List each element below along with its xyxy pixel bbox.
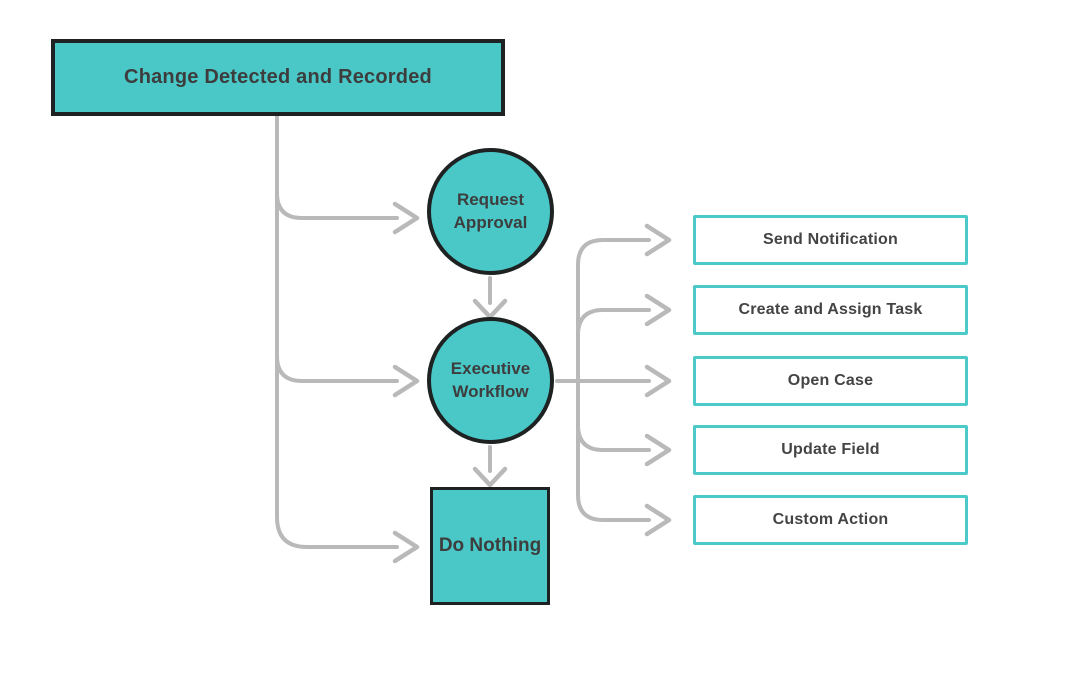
action-label: Send Notification: [763, 231, 898, 248]
connector-right-spine: [576, 238, 651, 522]
request-approval-node: Request Approval: [427, 148, 554, 275]
arrowhead-executive-workflow: [392, 364, 420, 398]
action-box-custom-action: Custom Action: [693, 495, 968, 545]
connector-branch-request-approval: [275, 191, 399, 220]
action-box-update-field: Update Field: [693, 425, 968, 475]
start-node-label: Change Detected and Recorded: [124, 66, 432, 88]
arrowhead-create-task: [644, 293, 672, 327]
arrowhead-custom-action: [644, 503, 672, 537]
action-label: Update Field: [781, 441, 880, 458]
connector-trunk: [275, 114, 399, 549]
arrowhead-update-field: [644, 433, 672, 467]
action-label: Create and Assign Task: [738, 301, 923, 318]
arrowhead-do-nothing: [392, 530, 420, 564]
action-label: Custom Action: [772, 511, 889, 528]
action-box-create-and-assign-task: Create and Assign Task: [693, 285, 968, 335]
connector-branch-executive-workflow: [275, 354, 399, 383]
arrowhead-down-2: [472, 466, 508, 488]
connector-branch-create-task: [576, 308, 651, 337]
arrowhead-request-approval: [392, 201, 420, 235]
request-approval-label: Request Approval: [453, 190, 528, 232]
do-nothing-label: Do Nothing: [438, 535, 542, 556]
action-label: Open Case: [787, 372, 874, 389]
executive-workflow-label: Executive Workflow: [450, 359, 531, 401]
do-nothing-node: Do Nothing: [430, 487, 550, 605]
executive-workflow-node: Executive Workflow: [427, 317, 554, 444]
start-node: Change Detected and Recorded: [51, 39, 505, 116]
connector-branch-update-field: [576, 423, 651, 452]
arrowhead-open-case: [644, 364, 672, 398]
action-box-open-case: Open Case: [693, 356, 968, 406]
arrowhead-send-notification: [644, 223, 672, 257]
action-box-send-notification: Send Notification: [693, 215, 968, 265]
